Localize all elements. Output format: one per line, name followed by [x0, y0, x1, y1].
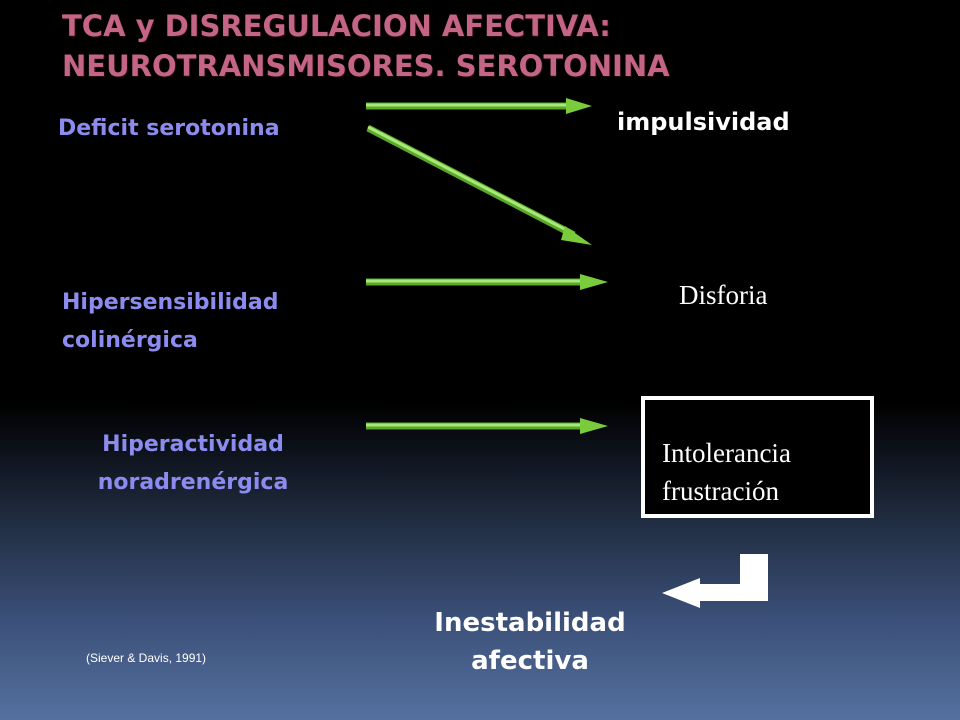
- intolerance-line-2: frustración: [662, 476, 779, 506]
- result-line-2: afectiva: [471, 646, 589, 676]
- cause-serotonin-deficit: Deficit serotonina: [58, 116, 280, 141]
- arrow-serotonin-to-dysphoria: [366, 124, 592, 245]
- title-line-1: TCA y DISREGULACION AFECTIVA:: [62, 9, 611, 43]
- cause-cholinergic-hypersensitivity: Hipersensibilidad colinérgica: [62, 284, 279, 360]
- effect-dysphoria: Disforia: [679, 280, 768, 310]
- cause-cholinergic-line-2: colinérgica: [62, 328, 198, 353]
- cause-noradrenergic-line-2: noradrenérgica: [97, 470, 289, 495]
- result-line-1: Inestabilidad: [434, 608, 626, 638]
- arrow-noradrenergic-to-intolerance: [366, 418, 608, 434]
- cause-noradrenergic-line-1: Hiperactividad: [102, 432, 284, 457]
- effect-intolerance-box: Intolerancia frustración: [641, 396, 874, 518]
- return-arrow-icon: [662, 554, 768, 608]
- arrow-cholinergic-to-dysphoria: [366, 274, 608, 290]
- arrow-serotonin-to-impulsivity: [366, 98, 592, 114]
- citation: (Siever & Davis, 1991): [86, 651, 207, 665]
- effect-impulsivity: impulsividad: [617, 108, 790, 136]
- title-line-2: NEUROTRANSMISORES. SEROTONINA: [62, 49, 670, 83]
- cause-cholinergic-line-1: Hipersensibilidad: [62, 290, 279, 315]
- intolerance-line-1: Intolerancia: [662, 438, 791, 468]
- slide-title: TCA y DISREGULACION AFECTIVA: NEUROTRANS…: [62, 6, 942, 86]
- effect-intolerance-text: Intolerancia frustración: [662, 434, 791, 510]
- result-affective-instability: Inestabilidad afectiva: [400, 604, 660, 680]
- cause-noradrenergic-hyperactivity: Hiperactividad noradrenérgica: [80, 426, 306, 502]
